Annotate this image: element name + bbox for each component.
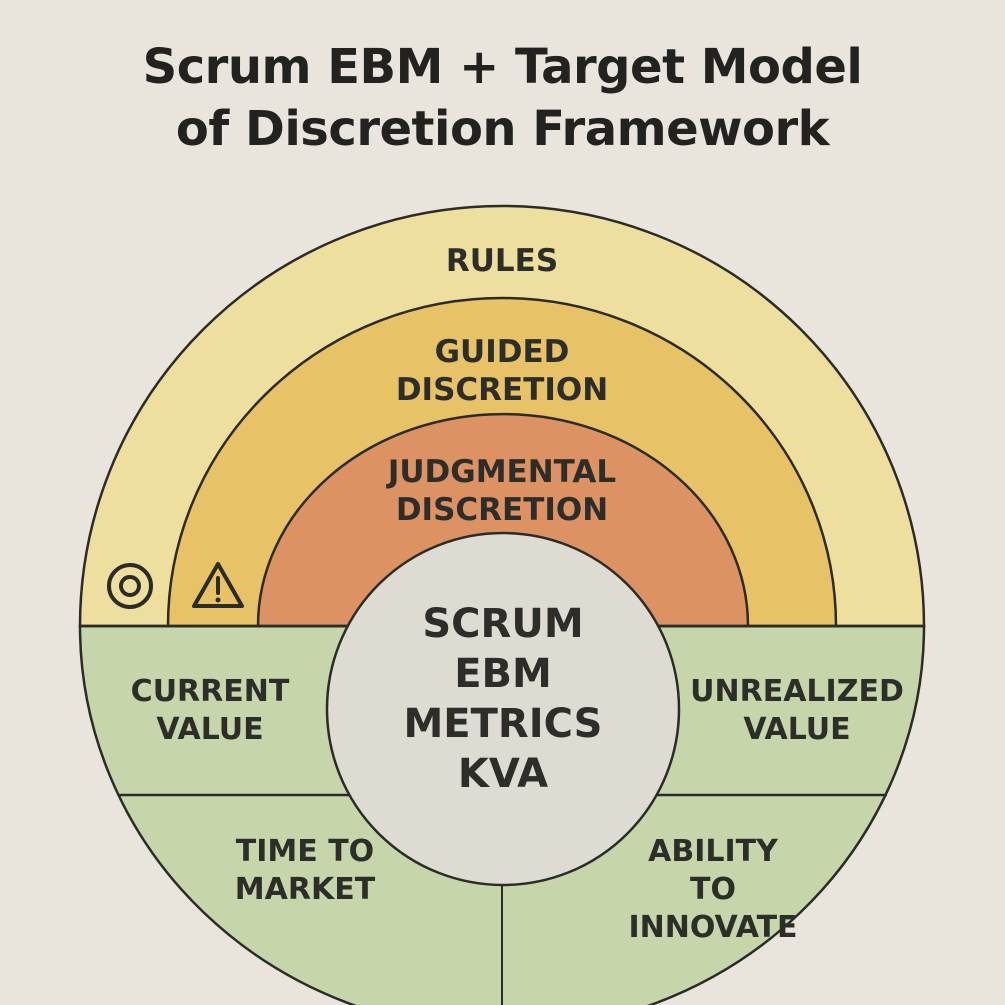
time-to-market-line-1: TIME TO: [236, 834, 374, 869]
ability-line-1: ABILITY: [648, 834, 779, 869]
target-icon: [107, 563, 153, 609]
current-value-label: CURRENT VALUE: [131, 674, 290, 747]
ability-line-3: INNOVATE: [628, 910, 797, 945]
unrealized-value-line-1: UNREALIZED: [690, 674, 904, 709]
judgmental-discretion-layer: [256, 412, 750, 628]
guided-discretion-label: GUIDED DISCRETION: [396, 334, 608, 408]
judgmental-discretion-label: JUDGMENTAL DISCRETION: [386, 454, 616, 528]
ability-line-2: TO: [690, 872, 736, 907]
unrealized-value-label: UNREALIZED VALUE: [690, 674, 904, 747]
warning-icon: [192, 562, 244, 608]
center-label-line-2: EBM: [454, 651, 552, 697]
center-label-line-3: METRICS: [403, 701, 602, 747]
rules-label-line: RULES: [446, 243, 558, 279]
center-label-line-4: KVA: [458, 751, 548, 797]
ability-to-innovate-label: ABILITY TO INNOVATE: [628, 834, 797, 945]
title-line-1: Scrum EBM + Target Model: [142, 39, 863, 95]
current-value-line-1: CURRENT: [131, 674, 290, 709]
title-line-2: of Discretion Framework: [175, 101, 830, 157]
center-label-line-1: SCRUM: [422, 601, 583, 647]
center-label: SCRUM EBM METRICS KVA: [403, 601, 602, 797]
diagram-title: Scrum EBM + Target Model of Discretion F…: [0, 36, 1005, 160]
current-value-line-2: VALUE: [156, 712, 263, 747]
unrealized-value-line-2: VALUE: [743, 712, 850, 747]
judgmental-label-line-2: DISCRETION: [396, 492, 608, 528]
time-to-market-label: TIME TO MARKET: [235, 834, 376, 907]
time-to-market-line-2: MARKET: [235, 872, 376, 907]
rules-label: RULES: [446, 243, 558, 279]
center-circle: [325, 531, 681, 887]
guided-label-line-1: GUIDED: [435, 334, 570, 370]
judgmental-label-line-1: JUDGMENTAL: [386, 454, 616, 490]
guided-label-line-2: DISCRETION: [396, 372, 608, 408]
